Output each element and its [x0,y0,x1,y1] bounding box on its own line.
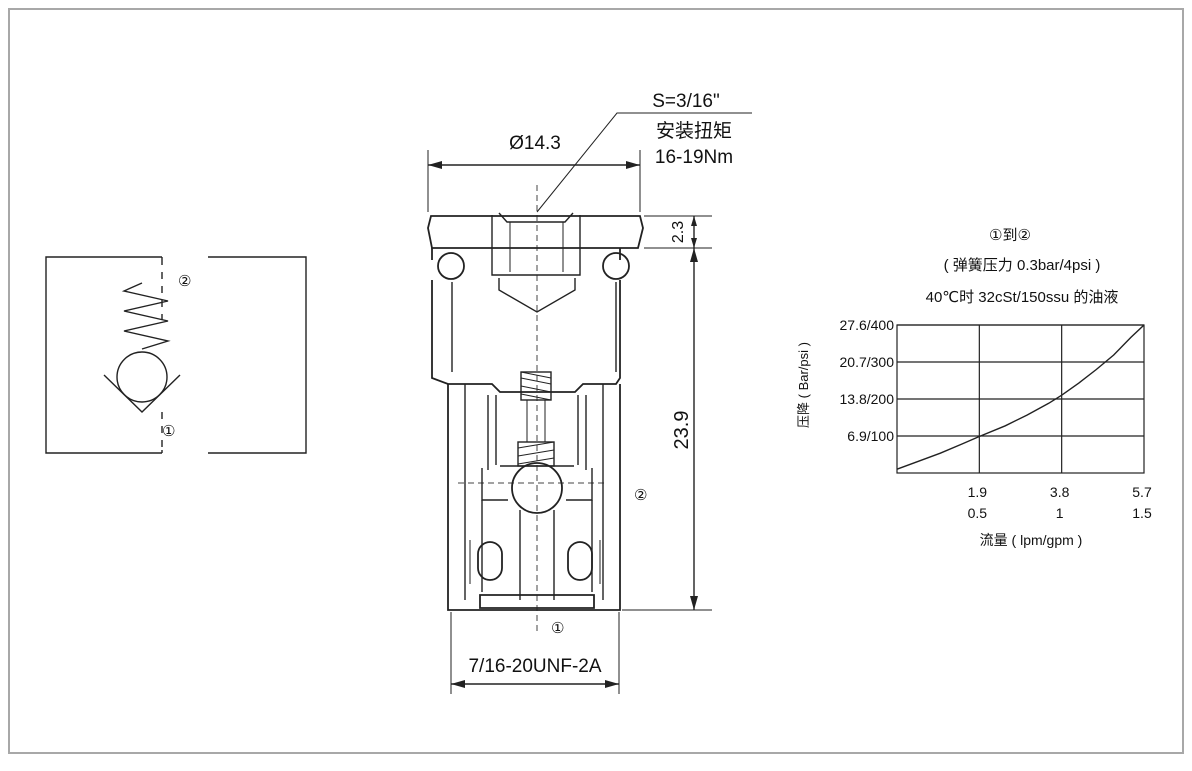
chart-header-line2: ( 弹簧压力 0.3bar/4psi ) [944,257,1101,274]
x-tick-label-lpm: 1.9 [968,484,988,500]
torque-value: 16-19Nm [655,147,733,168]
check-ball [511,462,563,514]
x-tick-label-gpm: 1.5 [1132,505,1152,521]
diameter-extension-lines [427,150,641,212]
pressure-drop-chart: ①到② ( 弹簧压力 0.3bar/4psi ) 40℃时 32cSt/150s… [796,227,1152,548]
thread-extension-lines [450,612,620,694]
section-port-side-label: ② [634,487,647,504]
x-tick-label-gpm: 0.5 [968,505,988,521]
o-ring-lower-left [477,541,503,581]
diameter-label: Ø14.3 [509,133,561,154]
series-line [896,324,1145,470]
o-ring-lower-right [567,541,593,581]
y-tick-label: 27.6/400 [840,317,895,333]
spring-cap [520,371,552,401]
symbol-port-bottom-label: ① [162,423,175,440]
symbol-port-top-label: ② [178,273,191,290]
x-tick-labels: 1.9 0.5 3.8 1 5.7 1.5 [968,484,1152,521]
body-outer-upper [431,248,621,393]
nose-tip [479,594,595,609]
o-ring-head-left [437,252,465,280]
spring-coils-top [520,371,552,401]
symbol-body-left [45,256,162,454]
y-tick-label: 6.9/100 [847,428,894,444]
y-tick-labels: 6.9/100 13.8/200 20.7/300 27.6/400 [840,317,895,444]
head-height-label: 2.3 [670,221,687,243]
flow-passage [519,510,555,600]
cartridge-section-view: Ø14.3 S=3/16" 安装扭矩 16-19Nm 2.3 23.9 7/16… [427,91,752,694]
x-tick-label-lpm: 5.7 [1132,484,1152,500]
torque-label: 安装扭矩 [656,120,732,142]
o-ring-head-right [602,252,630,280]
drawing-frame [8,8,1184,754]
x-axis-label: 流量 ( lpm/gpm ) [980,532,1083,548]
spring-coils-bottom [517,441,555,465]
hex-size-label: S=3/16" [652,91,720,112]
head-height-arrowheads [691,216,697,248]
hex-head [427,215,644,249]
section-port-bottom-label: ① [551,620,564,637]
overall-height-label: 23.9 [671,411,693,450]
x-tick-label-lpm: 3.8 [1050,484,1070,500]
socket-cone [498,278,576,313]
spring-guide [526,400,546,442]
check-ball-icon [116,351,168,403]
grid-lines [897,324,1144,473]
thread-label: 7/16-20UNF-2A [468,656,601,677]
y-tick-label: 20.7/300 [840,354,895,370]
backup-rings [469,540,601,584]
spring-icon [121,282,171,350]
symbol-body-right [208,256,307,454]
check-valve-symbol: ② ① [45,256,307,454]
hex-socket [491,215,581,276]
inner-bore-2 [495,395,579,465]
chart-header-line3: 40℃时 32cSt/150ssu 的油液 [926,289,1119,306]
chart-header-line1: ①到② [989,227,1031,244]
y-tick-label: 13.8/200 [840,391,895,407]
body-inner-wall [464,384,604,600]
head-height-extension [644,215,712,249]
body-shoulder [451,282,617,372]
hex-socket-top [498,212,574,223]
x-tick-label-gpm: 1 [1056,505,1064,521]
body-outer-lower [447,384,621,611]
hex-leader-line [536,112,752,213]
inner-bore [487,395,587,470]
socket-inner-lines [509,222,564,272]
valve-seat-icon [103,374,181,413]
y-axis-label: 压降 ( Bar/psi ) [796,342,811,428]
